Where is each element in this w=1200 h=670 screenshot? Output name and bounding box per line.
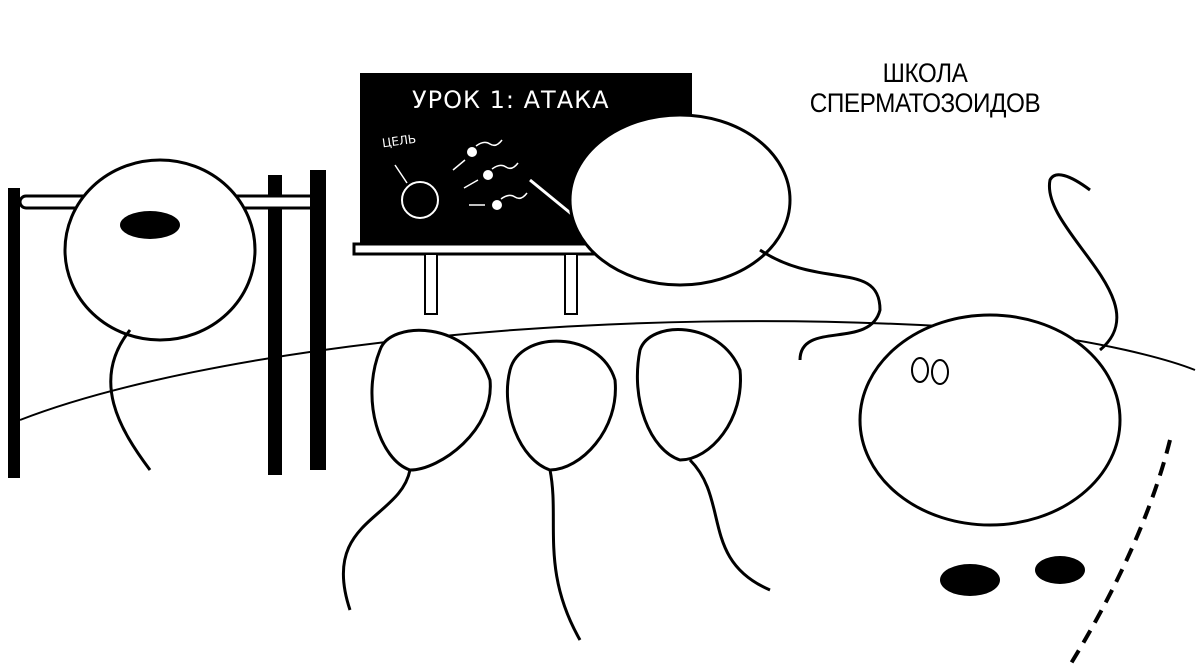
ground-line bbox=[19, 320, 1196, 421]
track-line bbox=[1068, 439, 1172, 667]
blackboard-heading: УРОК 1: АТАКА bbox=[412, 86, 610, 114]
title-line-2: СПЕРМАТОЗОИДОВ bbox=[809, 88, 1041, 118]
pullup-character bbox=[63, 158, 257, 471]
title-line-1: ШКОЛА bbox=[882, 58, 968, 88]
comic-title: ШКОЛА СПЕРМАТОЗОИДОВ bbox=[777, 58, 1074, 118]
running-character bbox=[858, 173, 1122, 596]
teacher-character bbox=[568, 113, 882, 361]
student-characters bbox=[342, 328, 771, 641]
